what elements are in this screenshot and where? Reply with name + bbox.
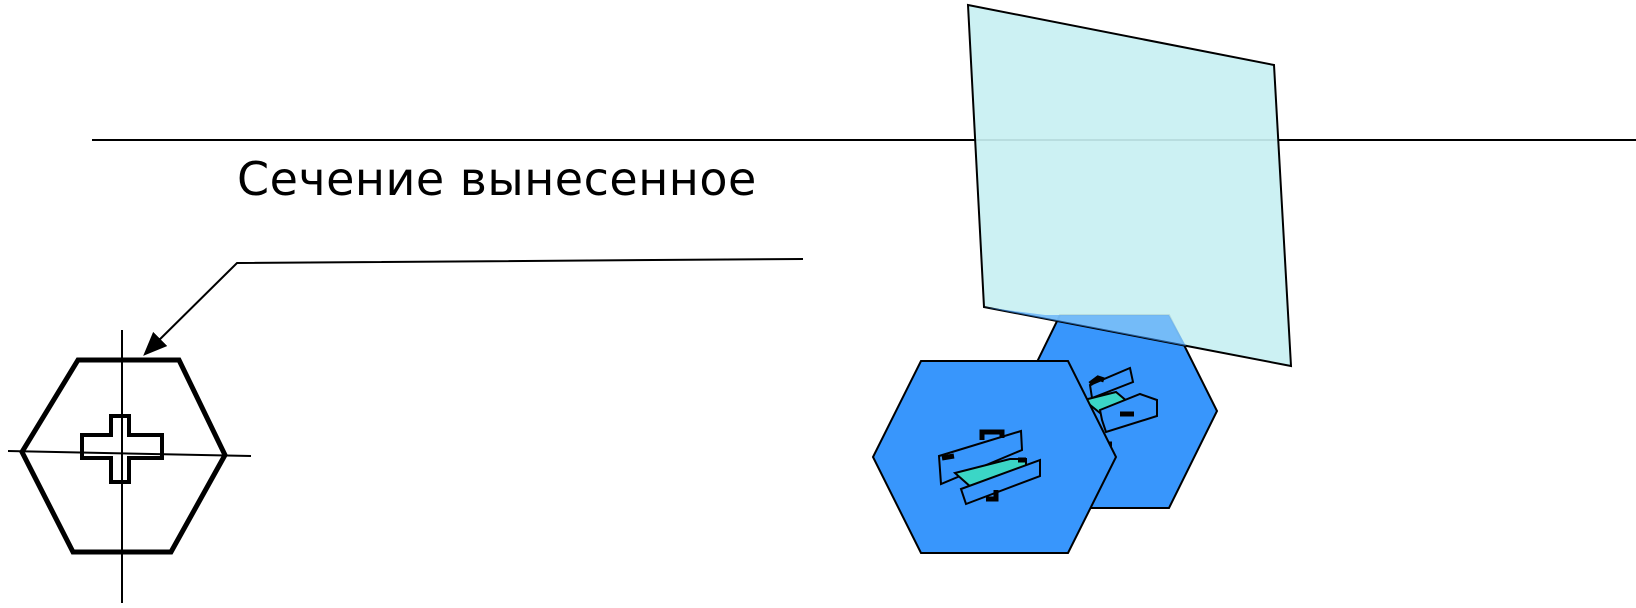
- back-hexagon-overlap: [984, 307, 1186, 346]
- cutting-plane: [966, 3, 1293, 368]
- extracted-section: [7, 330, 252, 603]
- front-hexagon: [871, 360, 1118, 554]
- diagram-title: Сечение вынесенное: [237, 152, 757, 206]
- front-cross-section: [937, 429, 1041, 506]
- leader-line-arrow-icon: [143, 258, 804, 356]
- horizontal-centerline: [7, 450, 252, 457]
- back-cross-section: [1081, 366, 1158, 447]
